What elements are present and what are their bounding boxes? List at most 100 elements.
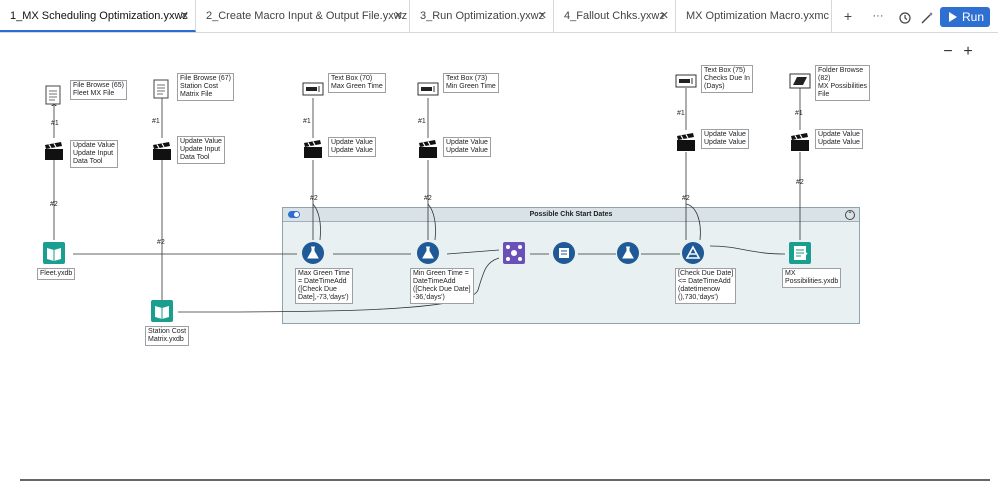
text-box-icon	[675, 74, 697, 88]
connection-count: #1	[677, 110, 685, 117]
text-box-tool[interactable]	[417, 78, 439, 100]
book-icon	[43, 242, 65, 264]
run-button[interactable]: Run	[940, 7, 990, 27]
join-multiple-tool[interactable]	[503, 242, 525, 264]
action-tool[interactable]	[675, 131, 697, 153]
action-tool[interactable]	[43, 140, 65, 162]
container-header	[283, 208, 859, 222]
text-box-tool[interactable]	[675, 70, 697, 92]
horizontal-scrollbar[interactable]	[20, 479, 990, 481]
connection-count: #1	[795, 110, 803, 117]
history-icon[interactable]	[896, 4, 914, 28]
clapperboard-icon	[45, 142, 63, 160]
tab-mx-optimization-macro[interactable]: MX Optimization Macro.yxmc	[676, 0, 832, 32]
annotation-text-box-73: Text Box (73)Min Green Time	[443, 73, 499, 93]
file-browse-icon	[45, 85, 61, 106]
filter-icon	[682, 242, 704, 264]
action-tool[interactable]	[417, 138, 439, 160]
action-tool[interactable]	[302, 138, 324, 160]
connection-count: #1	[51, 120, 59, 127]
close-icon[interactable]: ✕	[393, 10, 403, 22]
tab-run-optimization[interactable]: 3_Run Optimization.yxwz ✕	[410, 0, 554, 32]
container-title: Possible Chk Start Dates	[529, 211, 613, 218]
action-tool[interactable]	[789, 131, 811, 153]
input-data-tool-fleet[interactable]	[43, 242, 65, 264]
close-icon[interactable]: ✕	[179, 10, 189, 22]
annotation-filter: [Check Due Date]<= DateTimeAdd(datetimen…	[675, 268, 737, 304]
tab-label: 3_Run Optimization.yxwz	[420, 10, 545, 22]
tab-label: 1_MX Scheduling Optimization.yxwz	[10, 10, 188, 22]
tab-label: MX Optimization Macro.yxmc	[686, 10, 830, 22]
play-icon	[949, 12, 957, 22]
magic-wand-icon[interactable]	[918, 4, 936, 28]
zoom-out-button[interactable]: −	[943, 43, 953, 60]
clapperboard-icon	[791, 133, 809, 151]
close-icon[interactable]: ✕	[659, 10, 669, 22]
text-box-tool[interactable]	[302, 78, 324, 100]
clapperboard-icon	[419, 140, 437, 158]
folder-browse-icon	[789, 73, 811, 89]
file-browse-tool[interactable]	[43, 84, 65, 106]
flask-icon	[302, 242, 324, 264]
output-data-tool[interactable]	[789, 242, 811, 264]
file-browse-tool[interactable]	[151, 78, 173, 100]
clapperboard-icon	[677, 133, 695, 151]
select-tool[interactable]	[553, 242, 575, 264]
run-label: Run	[962, 10, 985, 24]
annotation-text-box-70: Text Box (70)Max Green Time	[328, 73, 386, 93]
annotation-formula-min-green: Min Green Time =DateTimeAdd([Check Due D…	[410, 268, 474, 304]
add-tab-button[interactable]: +	[843, 8, 853, 24]
input-data-tool-station-cost[interactable]	[151, 300, 173, 322]
connection-count: #2	[682, 195, 690, 202]
clapperboard-icon	[153, 142, 171, 160]
tab-mx-scheduling-optimization[interactable]: 1_MX Scheduling Optimization.yxwz ✕	[0, 0, 196, 32]
folder-browse-tool[interactable]	[789, 70, 811, 92]
annotation-fleet: Fleet.yxdb	[37, 268, 76, 280]
text-box-icon	[417, 82, 439, 96]
connection-count: #2	[50, 201, 58, 208]
text-box-icon	[302, 82, 324, 96]
tab-create-macro-input-output[interactable]: 2_Create Macro Input & Output File.yxwz …	[196, 0, 410, 32]
formula-tool[interactable]	[617, 242, 639, 264]
annotation-file-browse-65: File Browse (65)Fleet MX File	[70, 80, 127, 100]
connection-count: #2	[424, 195, 432, 202]
zoom-in-button[interactable]: +	[963, 43, 973, 60]
tool-container-possible-chk-start-dates[interactable]: Possible Chk Start Dates ⌃	[282, 207, 860, 324]
more-options-button[interactable]: ···	[872, 10, 884, 22]
connection-count: #1	[303, 118, 311, 125]
container-toggle[interactable]	[288, 211, 300, 218]
annotation-text-box-75: Text Box (75)Checks Due In(Days)	[701, 65, 753, 93]
tab-fallout-chks[interactable]: 4_Fallout Chks.yxwz ✕	[554, 0, 676, 32]
file-browse-icon	[153, 79, 169, 99]
select-icon	[553, 242, 575, 264]
close-icon[interactable]: ✕	[537, 10, 547, 22]
join-icon	[503, 242, 525, 264]
tab-label: 4_Fallout Chks.yxwz	[564, 10, 665, 22]
action-tool[interactable]	[151, 140, 173, 162]
filter-tool[interactable]	[682, 242, 704, 264]
formula-tool-max-green[interactable]	[302, 242, 324, 264]
clapperboard-icon	[304, 140, 322, 158]
connection-count: #1	[152, 118, 160, 125]
flask-icon	[417, 242, 439, 264]
connection-count: #1	[418, 118, 426, 125]
connection-count: #2	[157, 239, 165, 246]
connection-count: #2	[310, 195, 318, 202]
output-icon	[789, 242, 811, 264]
flask-icon	[617, 242, 639, 264]
collapse-icon[interactable]: ⌃	[845, 210, 855, 220]
tab-label: 2_Create Macro Input & Output File.yxwz	[206, 10, 408, 22]
connection-count: #2	[796, 179, 804, 186]
formula-tool-min-green[interactable]	[417, 242, 439, 264]
